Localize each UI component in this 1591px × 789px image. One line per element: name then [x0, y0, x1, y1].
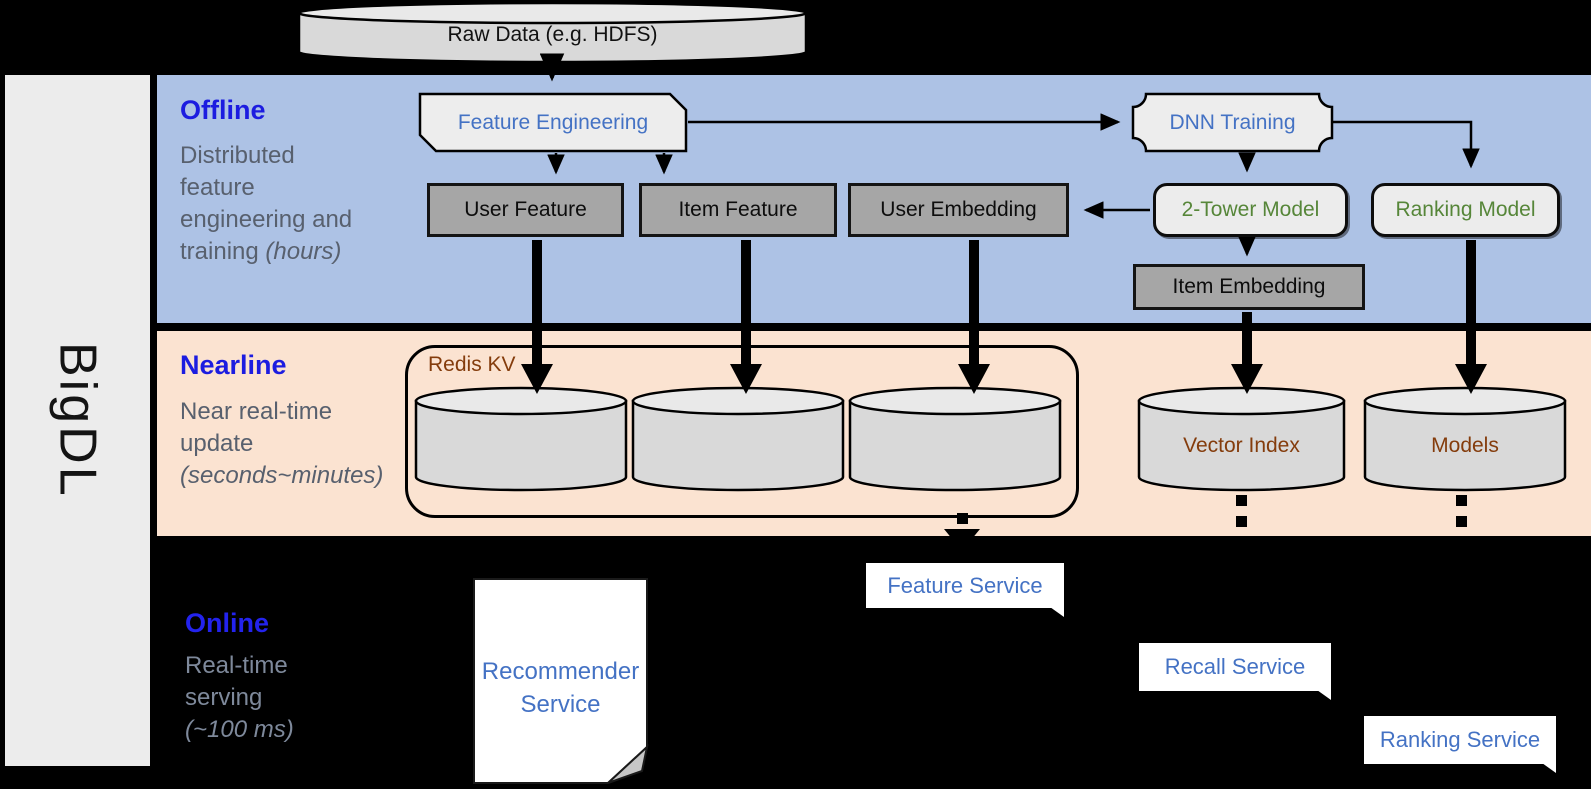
raw-data-label: Raw Data (e.g. HDFS)	[447, 23, 658, 46]
offline-section-description: Distributed feature engineering and trai…	[180, 140, 380, 268]
arrow-item-feature-to-redis	[730, 240, 762, 394]
dotted-connectors	[944, 495, 1467, 551]
offline-desc-training: training	[180, 238, 259, 265]
nearline-duration: (seconds~minutes)	[180, 462, 384, 489]
redis-to-feature-service-dash	[957, 513, 968, 524]
online-duration: (~100 ms)	[185, 716, 294, 743]
online-section-description: Real-time serving (~100 ms)	[185, 650, 355, 746]
vector-index-dash-1	[1236, 495, 1247, 506]
raw-data-cylinder	[297, 1, 808, 64]
bigdl-brand-bar: BigDL	[5, 75, 150, 766]
online-section-title: Online	[185, 608, 270, 638]
user-embedding-node: User Embedding	[848, 183, 1069, 237]
recommender-service-document	[473, 578, 649, 784]
feature-engineering-label: Feature Engineering	[457, 110, 649, 134]
feature-service-node: Feature Service	[866, 563, 1064, 617]
recommender-service-label: Recommender Service	[481, 657, 640, 718]
nearline-section-title: Nearline	[180, 350, 287, 380]
item-feature-node: Item Feature	[639, 183, 837, 237]
recall-service-node: Recall Service	[1139, 643, 1331, 700]
vector-index-cylinder	[1137, 386, 1346, 492]
offline-desc-line1: Distributed	[180, 142, 295, 169]
redis-to-feature-service-arrowhead	[944, 529, 980, 551]
offline-desc-line2: feature	[180, 174, 255, 201]
models-dash-1	[1456, 495, 1467, 506]
dnn-training-shape	[1131, 92, 1334, 153]
redis-cylinder-2	[631, 386, 845, 492]
online-desc-line1: Real-time	[185, 652, 288, 679]
ranking-model-node: Ranking Model	[1371, 183, 1560, 237]
vector-index-dash-2	[1236, 516, 1247, 527]
two-tower-model-node: 2-Tower Model	[1153, 183, 1348, 237]
models-label: Models	[1431, 434, 1499, 457]
user-feature-node: User Feature	[427, 183, 624, 237]
offline-duration: (hours)	[265, 238, 342, 265]
nearline-desc-line2: update	[180, 430, 254, 457]
item-embedding-node: Item Embedding	[1133, 264, 1365, 310]
vector-index-label: Vector Index	[1183, 434, 1300, 457]
nearline-section-description: Near real-time update (seconds~minutes)	[180, 396, 410, 492]
offline-desc-line4: training (hours)	[180, 236, 380, 268]
offline-desc-line3: engineering and	[180, 206, 353, 233]
ranking-service-node: Ranking Service	[1364, 716, 1556, 773]
models-dash-2	[1456, 516, 1467, 527]
redis-cylinder-1	[414, 386, 628, 492]
online-desc-line2: serving	[185, 684, 263, 711]
redis-cylinder-3	[848, 386, 1062, 492]
redis-kv-label: Redis KV	[428, 353, 516, 376]
arrow-dnn-to-ranking-model	[1332, 120, 1480, 169]
offline-section-title: Offline	[180, 95, 266, 125]
dnn-training-label: DNN Training	[1169, 110, 1296, 134]
models-cylinder	[1363, 386, 1567, 492]
nearline-desc-line1: Near real-time	[180, 398, 333, 425]
thin-connectors	[539, 53, 1480, 257]
arrow-ranking-model-to-models	[1455, 240, 1487, 394]
arrow-user-embedding-to-redis	[958, 240, 990, 394]
thick-feed-arrows	[521, 240, 1487, 394]
bigdl-logo-text: BigDL	[48, 342, 107, 499]
arrow-item-embedding-to-vector-index	[1231, 312, 1263, 394]
feature-engineering-shape	[418, 92, 688, 153]
arrow-user-feature-to-redis	[521, 240, 553, 394]
